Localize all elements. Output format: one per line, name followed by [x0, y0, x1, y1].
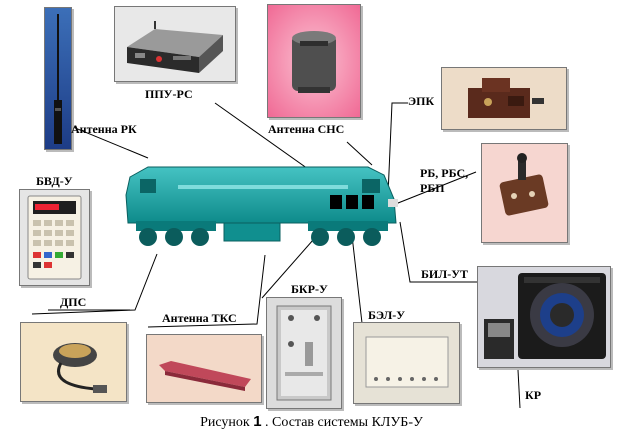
line-dps [31, 253, 158, 315]
rb-photo [481, 143, 568, 243]
bvd-u-photo [19, 189, 90, 286]
label-rb: РБ, РБС, [420, 166, 469, 180]
line-antenna-tks [147, 254, 266, 328]
line-kr [517, 369, 521, 409]
label-epk: ЭПК [408, 94, 435, 108]
label-ppu-rs: ППУ-РС [145, 87, 193, 101]
antenna-sns-photo [267, 4, 361, 118]
label-rbp: РБП [420, 181, 445, 195]
antenna-rk-photo [44, 7, 72, 150]
bkr-u-photo [266, 297, 342, 409]
line-bil-ut [399, 221, 478, 283]
locomotive-image [118, 155, 404, 255]
line-epk [387, 102, 408, 196]
label-antenna-tks: Антенна ТКС [162, 311, 237, 325]
label-dps: ДПС [60, 295, 87, 309]
label-antenna-sns: Антенна СНС [268, 122, 345, 136]
label-bkr-u: БКР-У [291, 282, 328, 296]
line-rb [387, 171, 477, 208]
antenna-tks-photo [146, 334, 262, 403]
label-bel-u: БЭЛ-У [368, 308, 406, 322]
ppu-rs-photo [114, 6, 236, 82]
caption-suffix: . Состав системы КЛУБ-У [261, 415, 423, 430]
figure-caption: Рисунок 1 . Состав системы КЛУБ-У [0, 413, 623, 431]
label-antenna-rk: Антенна РК [71, 122, 137, 136]
label-kr: КР [525, 388, 542, 402]
caption-prefix: Рисунок [200, 415, 254, 430]
bel-u-photo [353, 322, 460, 404]
label-bvd-u: БВД-У [36, 174, 73, 188]
label-bil-ut: БИЛ-УТ [421, 267, 469, 281]
dps-photo [20, 322, 127, 402]
line-antenna-rk [67, 124, 149, 159]
epk-photo [441, 67, 567, 130]
caption-number: 1 [253, 413, 262, 430]
line-antenna-sns [346, 141, 373, 166]
bil-ut-kr-photo [477, 266, 611, 368]
